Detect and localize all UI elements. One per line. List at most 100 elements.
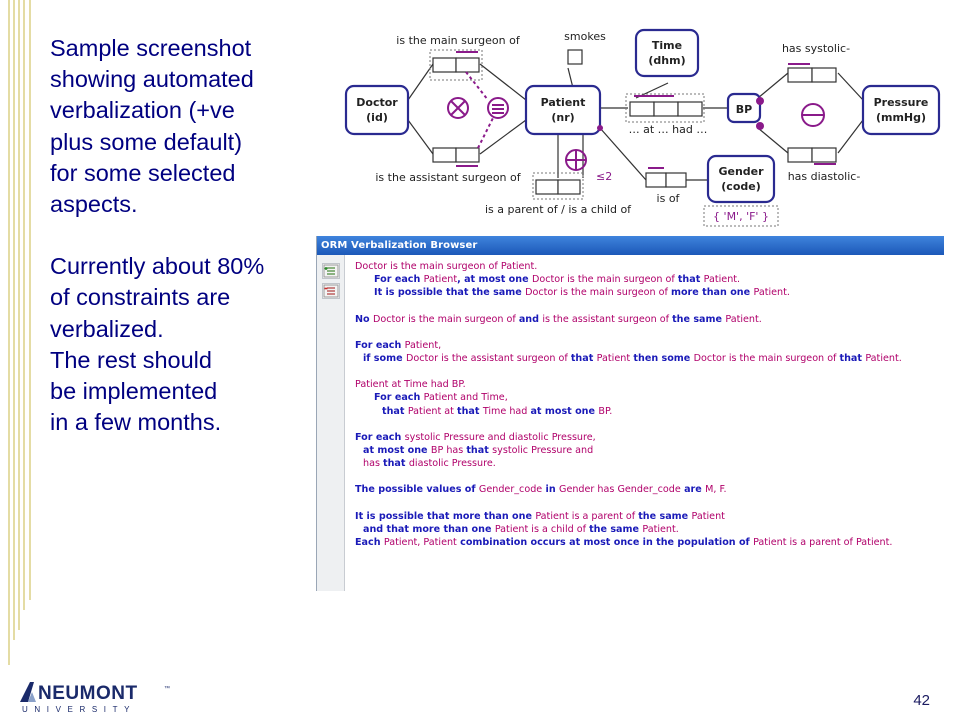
verbalization-text: is a parent of bbox=[786, 537, 856, 549]
entity-patient-name: Patient bbox=[541, 96, 586, 109]
verbalization-term: Patient bbox=[423, 274, 458, 286]
verbalization-keyword: more than one bbox=[670, 287, 754, 299]
verbalization-term: Pressure bbox=[451, 458, 493, 470]
logo-wordmark: NEUMONT bbox=[38, 683, 138, 704]
entity-bp-name: BP bbox=[736, 103, 752, 116]
verbalization-text: . bbox=[889, 537, 893, 549]
entity-pressure-name: Pressure bbox=[874, 96, 929, 109]
verbalization-text: had bbox=[506, 405, 531, 417]
verbalization-text: . bbox=[609, 405, 613, 417]
verbalization-keyword: that bbox=[382, 405, 408, 417]
entity-gender-refmode: (code) bbox=[721, 180, 760, 193]
verbalization-text: is the main surgeon of bbox=[557, 287, 671, 299]
verbalization-text: at bbox=[388, 379, 405, 391]
verbalization-term: Doctor bbox=[693, 353, 726, 365]
verbalization-keyword: For each bbox=[355, 431, 405, 443]
verbalization-term: Gender_code bbox=[617, 484, 681, 496]
fact-label-has-diastolic: has diastolic- bbox=[788, 170, 861, 183]
verbalization-text: and bbox=[457, 392, 482, 404]
verbalization-keyword: , at most one bbox=[457, 274, 532, 286]
slide-text-line: for some selected bbox=[50, 159, 236, 186]
verbalization-browser-window: ORM Verbalization Browser Doctor is the … bbox=[316, 236, 944, 591]
fact-label-at-had: … at … had … bbox=[629, 123, 708, 136]
verbalization-term: Patient bbox=[691, 510, 725, 522]
verbalization-keyword: the same bbox=[672, 313, 726, 325]
value-constraint-label: { 'M', 'F' } bbox=[713, 210, 769, 223]
verbalization-term: Pressure bbox=[443, 431, 485, 443]
verbalization-text: , bbox=[417, 537, 424, 549]
verbalization-block: The possible values of Gender_code in Ge… bbox=[355, 483, 944, 496]
verbalization-block: Patient at Time had BP.For each Patient … bbox=[355, 378, 944, 418]
verbalization-line: For each systolic Pressure and diastolic… bbox=[355, 431, 944, 444]
browser-toolbar bbox=[317, 255, 345, 591]
verbalization-line: that Patient at that Time had at most on… bbox=[355, 405, 944, 418]
verbalization-keyword: that bbox=[677, 274, 704, 286]
fact-type-roles bbox=[432, 57, 837, 195]
verbalization-text: , bbox=[504, 392, 508, 404]
fact-label-parent-child: is a parent of / is a child of bbox=[485, 203, 632, 216]
verbalization-text: . bbox=[462, 379, 466, 391]
verbalization-term: Patient bbox=[355, 379, 389, 391]
fact-label-main-surgeon: is the main surgeon of bbox=[396, 34, 521, 47]
slide-text-line: be implemented bbox=[50, 378, 218, 405]
verbalization-line: For each Patient, at most one Doctor is … bbox=[355, 273, 944, 286]
entity-patient-refmode: (nr) bbox=[551, 111, 574, 124]
verbalization-term: Gender_code bbox=[478, 484, 543, 496]
negative-verbalization-button[interactable] bbox=[322, 283, 340, 299]
verbalization-text: has bbox=[443, 445, 467, 457]
verbalization-term: Patient bbox=[404, 339, 439, 351]
verbalization-keyword: and bbox=[518, 313, 543, 325]
verbalization-term: Time bbox=[482, 405, 507, 417]
slide-text-line: Currently about 80% bbox=[50, 253, 265, 280]
verbalization-text: is the main surgeon of bbox=[725, 353, 840, 365]
verbalization-line: at most one BP has that systolic Pressur… bbox=[355, 444, 944, 457]
verbalization-line: No Doctor is the main surgeon of and is … bbox=[355, 313, 944, 326]
minus-list-icon bbox=[323, 284, 339, 298]
logo-subtitle: UNIVERSITY bbox=[22, 705, 136, 714]
logo-trademark: ™ bbox=[164, 685, 170, 692]
verbalization-keyword: in bbox=[542, 484, 560, 496]
positive-verbalization-button[interactable] bbox=[322, 263, 340, 279]
verbalization-term: Doctor bbox=[372, 313, 406, 325]
verbalization-text: . bbox=[786, 287, 790, 299]
verbalization-keyword: the same bbox=[589, 523, 643, 535]
verbalization-keyword: that bbox=[466, 445, 493, 457]
verbalization-text: , bbox=[592, 431, 596, 443]
verbalization-term: Pressure bbox=[551, 431, 593, 443]
verbalization-text: . bbox=[737, 274, 741, 286]
verbalization-term: Patient bbox=[423, 537, 457, 549]
verbalization-keyword: that bbox=[839, 353, 866, 365]
verbalization-text: . bbox=[723, 484, 727, 496]
verbalization-term: Patient bbox=[383, 537, 418, 549]
verbalization-text: . bbox=[675, 523, 679, 535]
frequency-constraint-label: ≤2 bbox=[596, 170, 612, 183]
verbalization-text: systolic bbox=[492, 445, 532, 457]
verbalization-text: is a child of bbox=[528, 523, 590, 535]
verbalization-block: For each Patient,if some Doctor is the a… bbox=[355, 339, 944, 365]
left-decorative-lines bbox=[8, 0, 31, 665]
verbalization-text: . bbox=[534, 261, 538, 272]
verbalization-term: Doctor bbox=[531, 274, 565, 286]
verbalization-term: Time bbox=[404, 379, 428, 391]
fact-label-has-systolic: has systolic- bbox=[782, 42, 850, 55]
verbalization-term: Patient bbox=[494, 523, 529, 535]
verbalization-text: had bbox=[427, 379, 452, 391]
verbalization-text: is the main surgeon of bbox=[405, 313, 519, 325]
verbalization-keyword: combination occurs at most once in the p… bbox=[456, 537, 754, 549]
verbalization-line: It is possible that more than one Patien… bbox=[355, 510, 944, 523]
verbalization-keyword: at most one bbox=[530, 405, 599, 417]
neumont-university-logo: NEUMONT ™ UNIVERSITY bbox=[20, 682, 170, 714]
slide-text-line: of constraints are bbox=[50, 284, 231, 311]
slide-text-line bbox=[50, 220, 300, 251]
verbalization-keyword: It is possible that the same bbox=[374, 287, 526, 299]
slide-text-line: Sample screenshot bbox=[50, 35, 252, 61]
fact-label-smokes: smokes bbox=[564, 30, 606, 43]
slide-text-line: in a few months. bbox=[50, 409, 222, 436]
verbalization-keyword: that bbox=[383, 458, 409, 470]
slide-text-line: verbalized. bbox=[50, 315, 164, 342]
verbalization-text: . bbox=[758, 313, 762, 325]
verbalization-text: and diastolic bbox=[484, 431, 552, 443]
entity-bp: BP bbox=[726, 92, 762, 124]
verbalization-line: For each Patient and Time, bbox=[355, 391, 944, 404]
